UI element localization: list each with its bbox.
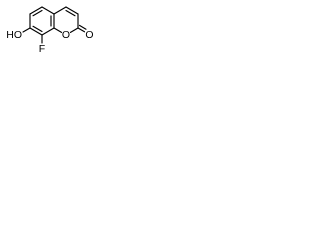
bond-c4a-c4 [53,6,67,15]
bond-c4-c3 [65,6,79,15]
bond-c4-c3-inner [65,9,76,17]
bond-c7-o-hydroxyl [22,27,31,33]
fluorine-label: F [39,43,45,55]
bond-c7-c8-inner [32,25,43,33]
chemical-structure: O O F HO [6,6,94,55]
hydroxyl-label: HO [6,29,22,41]
ring-oxygen-label: O [62,29,70,41]
bond-c5-c6-inner [32,9,43,17]
bond-o1-c8a [53,27,63,33]
bond-c2-o1 [69,27,79,33]
bond-c7-c8 [29,27,43,36]
bond-c4a-c5 [41,6,55,15]
bond-c2-carbonyl-o [77,27,86,33]
carbonyl-oxygen-label: O [85,29,93,41]
bond-c2-carbonyl-o-second [78,24,87,30]
bond-c5-c6 [29,6,43,15]
bond-c8-c8a [41,27,55,36]
